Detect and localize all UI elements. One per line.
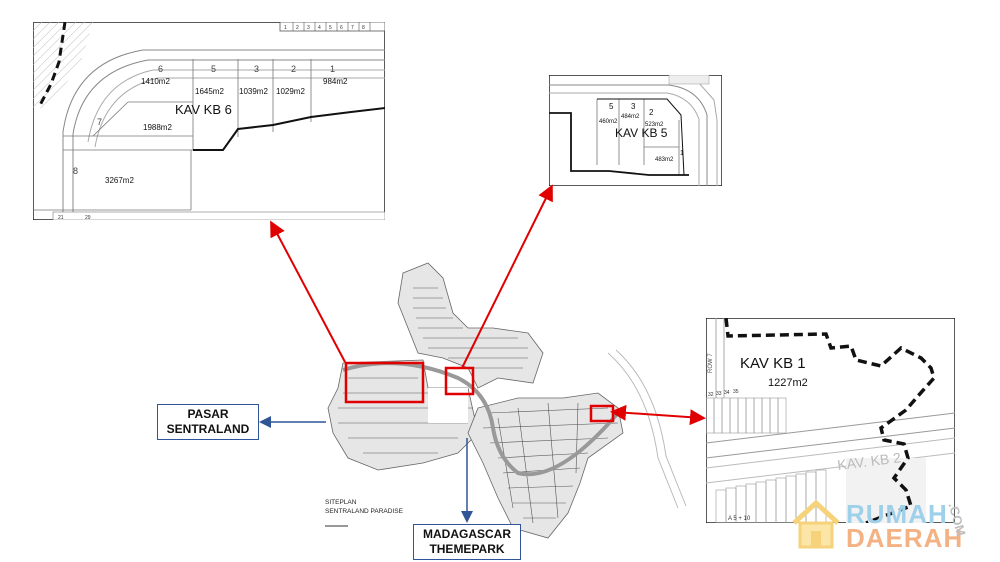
strip-number: 7 [351,25,354,31]
kav-title: KAV KB 1 [740,355,806,372]
kav-title: KAV KB 6 [175,102,232,117]
siteplan-caption-line2: SENTRALAND PARADISE [325,508,404,515]
lot-number: 32 [708,392,714,398]
strip-number: 8 [362,25,365,31]
madagascar-line1: MADAGASCAR [423,527,511,541]
label-madagascar-themepark: MADAGASCAR THEMEPARK [413,524,521,560]
watermark-top: RUMAH [846,499,948,529]
lot-number: 6 [158,64,163,74]
inset-kav-kb1: KAV KB 1 1227m2 KAV. KB 2 ROW 7 32 33 34… [706,318,955,523]
lot-number: 1 [680,150,684,157]
watermark-bottom: DAERAH [846,523,964,553]
arrow-to-kb5 [461,184,553,369]
siteplan-map: SITEPLAN SENTRALAND PARADISE [325,262,687,539]
lot-number: 5 [609,102,614,111]
kav-title: KAV KB 5 [615,126,668,140]
arrow-to-kb1 [610,404,706,426]
bottom-lot-number: 21 [58,215,64,220]
inset-kav-kb6: 1 2 3 4 5 6 7 8 21 29 6 1410m2 5 1645m2 … [33,22,385,220]
lot-area: 1645m2 [195,87,224,96]
lot-area: 1988m2 [143,123,172,132]
inset-kav-kb5: 5 460m2 3 484m2 2 523m2 KAV KB 5 1 483m2 [549,75,722,186]
strip-number: 2 [296,25,299,31]
lot-number: 35 [733,389,739,395]
lot-number: 5 [211,64,216,74]
lot-area: 484m2 [621,114,640,120]
highlight-box-kb6 [344,361,425,404]
lot-area: 984m2 [323,77,348,86]
lot-number: 7 [97,117,102,127]
pasar-line2: SENTRALAND [166,422,250,436]
lot-number: 3 [254,64,259,74]
top-strip: 1 2 3 4 5 6 7 8 [279,22,385,32]
lot-area: 3267m2 [105,176,134,185]
lot-area: 1039m2 [239,87,268,96]
lot-area: 1410m2 [141,77,170,86]
lot-number: 33 [716,391,722,397]
siteplan-caption-line1: SITEPLAN [325,499,357,506]
strip-number: 4 [318,25,321,31]
lot-number: 2 [291,64,296,74]
lot-number: 3 [631,102,636,111]
road-label: ROW 7 [708,353,714,373]
lot-number: 8 [73,166,78,176]
lot-area: 523m2 [645,122,664,128]
arrow-to-kb6 [270,220,346,363]
strip-number: 3 [307,25,310,31]
bottom-lot-number: 29 [85,215,91,220]
strip-number: 6 [340,25,343,31]
lot-number: 2 [649,108,654,117]
pasar-line1: PASAR [187,407,229,421]
lot-area: 483m2 [655,157,674,163]
strip-number: 5 [329,25,332,31]
lot-number: 1 [330,64,335,74]
watermark-logo: RUMAH DAERAH .COM [790,495,995,557]
lot-area: 460m2 [599,119,618,125]
bottom-label: A 5 + 10 [728,516,751,522]
label-pasar-sentraland: PASAR SENTRALAND [157,404,259,440]
highlight-box-kb5 [444,366,475,396]
lot-number: 34 [724,390,730,396]
lot-area: 1227m2 [768,377,808,389]
house-icon [792,500,840,549]
faded-kav-label: KAV. KB 2 [836,449,902,473]
strip-number: 1 [284,25,287,31]
madagascar-line2: THEMEPARK [429,542,505,556]
lot-area: 1029m2 [276,87,305,96]
